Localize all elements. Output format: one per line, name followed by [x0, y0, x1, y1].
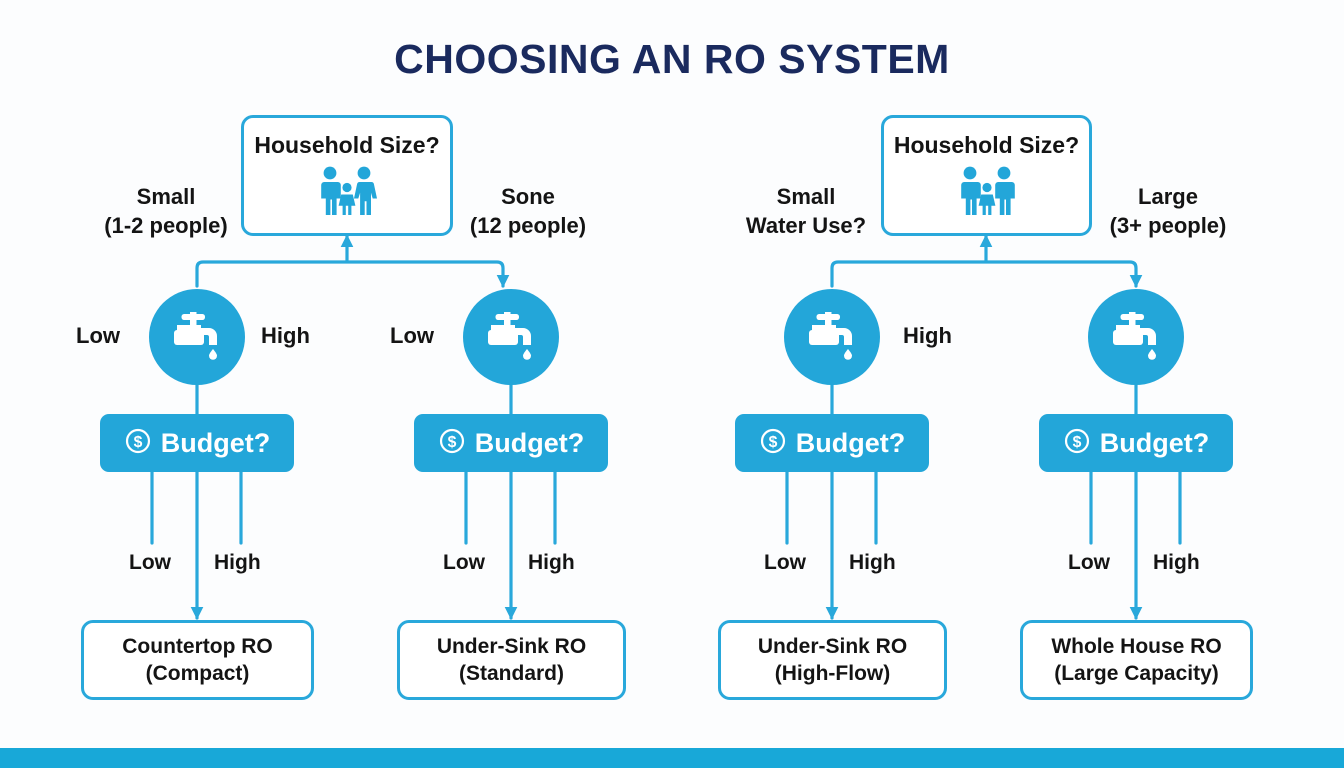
decision-box-household-size-left[interactable]: Household Size? [241, 115, 453, 236]
decision-left-label-line2: (1-2 people) [104, 213, 228, 239]
faucet-icon [1108, 308, 1164, 367]
budget-box-branch-3[interactable]: $ Budget? [735, 414, 929, 472]
result-line2: (Standard) [459, 662, 564, 685]
result-box-branch-4[interactable]: Whole House RO (Large Capacity) [1020, 620, 1253, 700]
budget-high-label-branch-2: High [528, 551, 575, 574]
result-line2: (High-Flow) [774, 662, 891, 685]
dollar-circle-icon: $ [124, 427, 152, 460]
faucet-icon [804, 308, 860, 367]
svg-text:$: $ [768, 434, 777, 451]
decision-right-label-line1: Sone [501, 184, 555, 209]
budget-box-branch-1[interactable]: $ Budget? [100, 414, 294, 472]
budget-low-label-branch-1: Low [129, 551, 171, 574]
budget-label: Budget? [795, 427, 906, 458]
svg-text:$: $ [1072, 434, 1081, 451]
decision-left-label-group-left: Small (1-2 people) [92, 182, 240, 240]
result-line2: (Large Capacity) [1054, 662, 1219, 685]
budget-label: Budget? [160, 427, 271, 458]
circle-right-label-branch-1: High [261, 323, 310, 348]
budget-box-branch-2[interactable]: $ Budget? [414, 414, 608, 472]
decision-left-label-line2: Water Use? [745, 213, 867, 239]
dollar-circle-icon: $ [1063, 427, 1091, 460]
svg-text:$: $ [133, 434, 142, 451]
result-line1: Whole House RO [1051, 634, 1222, 658]
circle-left-label-branch-1: Low [76, 323, 120, 348]
decision-right-label-line2: (12 people) [469, 213, 587, 239]
budget-label: Budget? [474, 427, 585, 458]
dollar-circle-icon: $ [438, 427, 466, 460]
dollar-circle-icon: $ [759, 427, 787, 460]
budget-low-label-branch-2: Low [443, 551, 485, 574]
result-line2: (Compact) [145, 662, 250, 685]
family-people-icon [316, 165, 378, 222]
family-people-icon [956, 165, 1018, 222]
result-line1: Under-Sink RO [436, 634, 587, 658]
decision-left-label-group-right: Small Water Use? [730, 182, 882, 240]
budget-box-branch-4[interactable]: $ Budget? [1039, 414, 1233, 472]
faucet-circle-branch-4[interactable] [1088, 289, 1184, 385]
circle-right-label-branch-3: High [903, 323, 952, 348]
decision-box-household-size-right[interactable]: Household Size? [881, 115, 1092, 236]
result-box-branch-3[interactable]: Under-Sink RO (High-Flow) [718, 620, 947, 700]
decision-label: Household Size? [893, 132, 1080, 158]
budget-low-label-branch-4: Low [1068, 551, 1110, 574]
decision-right-label-group-left: Sone (12 people) [452, 182, 604, 240]
faucet-circle-branch-1[interactable] [149, 289, 245, 385]
decision-right-label-line2: (3+ people) [1109, 213, 1227, 239]
page-title: CHOOSING AN RO SYSTEM [394, 36, 950, 82]
faucet-circle-branch-2[interactable] [463, 289, 559, 385]
faucet-circle-branch-3[interactable] [784, 289, 880, 385]
bottom-accent-bar [0, 748, 1344, 768]
budget-label: Budget? [1099, 427, 1210, 458]
circle-left-label-branch-2: Low [390, 323, 434, 348]
budget-high-label-branch-3: High [849, 551, 896, 574]
svg-text:$: $ [447, 434, 456, 451]
result-box-branch-1[interactable]: Countertop RO (Compact) [81, 620, 314, 700]
decision-left-label-line1: Small [776, 184, 836, 209]
faucet-icon [483, 308, 539, 367]
decision-right-label-group-right: Large (3+ people) [1092, 182, 1244, 240]
decision-right-label-line1: Large [1138, 184, 1198, 209]
result-line1: Countertop RO [122, 634, 273, 658]
budget-low-label-branch-3: Low [764, 551, 806, 574]
result-box-branch-2[interactable]: Under-Sink RO (Standard) [397, 620, 626, 700]
result-line1: Under-Sink RO [757, 634, 908, 658]
faucet-icon [169, 308, 225, 367]
budget-high-label-branch-4: High [1153, 551, 1200, 574]
decision-left-label-line1: Small [136, 184, 196, 209]
decision-label: Household Size? [254, 132, 440, 158]
budget-high-label-branch-1: High [214, 551, 261, 574]
